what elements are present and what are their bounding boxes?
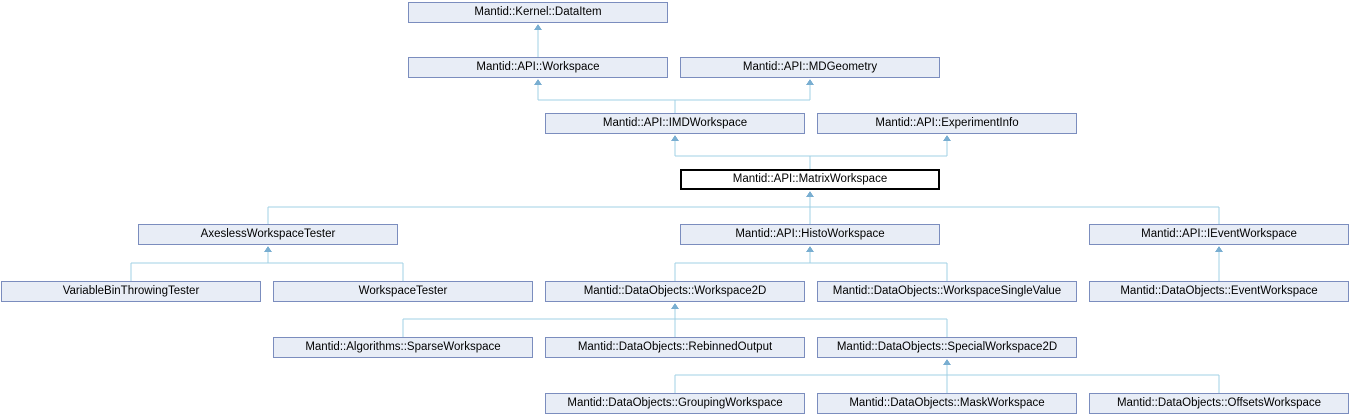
class-node-dataitem[interactable]: Mantid::Kernel::DataItem <box>408 2 668 23</box>
inheritance-arrowhead-icon <box>671 135 679 141</box>
class-node-groupingworkspace[interactable]: Mantid::DataObjects::GroupingWorkspace <box>545 393 805 414</box>
class-node-offsetsworkspace[interactable]: Mantid::DataObjects::OffsetsWorkspace <box>1089 393 1349 414</box>
class-node-workspace2d[interactable]: Mantid::DataObjects::Workspace2D <box>545 281 805 302</box>
class-node-specialworkspace2d[interactable]: Mantid::DataObjects::SpecialWorkspace2D <box>817 337 1077 358</box>
inheritance-arrowhead-icon <box>264 246 272 252</box>
inheritance-arrowhead-icon <box>1215 246 1223 252</box>
class-node-histoworkspace[interactable]: Mantid::API::HistoWorkspace <box>680 224 940 245</box>
class-node-imdworkspace[interactable]: Mantid::API::IMDWorkspace <box>545 113 805 134</box>
inheritance-arrowhead-icon <box>943 135 951 141</box>
class-node-axeslessworkspacetester[interactable]: AxeslessWorkspaceTester <box>138 224 398 245</box>
class-node-workspacesinglevalue[interactable]: Mantid::DataObjects::WorkspaceSingleValu… <box>817 281 1077 302</box>
class-node-experimentinfo[interactable]: Mantid::API::ExperimentInfo <box>817 113 1077 134</box>
class-node-mdgeometry[interactable]: Mantid::API::MDGeometry <box>680 57 940 78</box>
inheritance-arrowhead-icon <box>806 246 814 252</box>
inheritance-arrowhead-icon <box>534 24 542 30</box>
inheritance-arrowhead-icon <box>943 359 951 365</box>
inheritance-arrowhead-icon <box>806 79 814 85</box>
inheritance-arrowhead-icon <box>806 191 814 197</box>
class-node-workspacetester[interactable]: WorkspaceTester <box>273 281 533 302</box>
class-node-eventworkspace[interactable]: Mantid::DataObjects::EventWorkspace <box>1089 281 1349 302</box>
class-node-workspace[interactable]: Mantid::API::Workspace <box>408 57 668 78</box>
class-node-maskworkspace[interactable]: Mantid::DataObjects::MaskWorkspace <box>817 393 1077 414</box>
class-node-rebinnedoutput[interactable]: Mantid::DataObjects::RebinnedOutput <box>545 337 805 358</box>
class-node-sparseworkspace[interactable]: Mantid::Algorithms::SparseWorkspace <box>273 337 533 358</box>
inheritance-arrowhead-icon <box>534 79 542 85</box>
class-node-variablebinthrowingtester[interactable]: VariableBinThrowingTester <box>1 281 261 302</box>
inheritance-arrowhead-icon <box>671 303 679 309</box>
class-node-ieventworkspace[interactable]: Mantid::API::IEventWorkspace <box>1089 224 1349 245</box>
class-node-matrixworkspace: Mantid::API::MatrixWorkspace <box>680 169 940 190</box>
